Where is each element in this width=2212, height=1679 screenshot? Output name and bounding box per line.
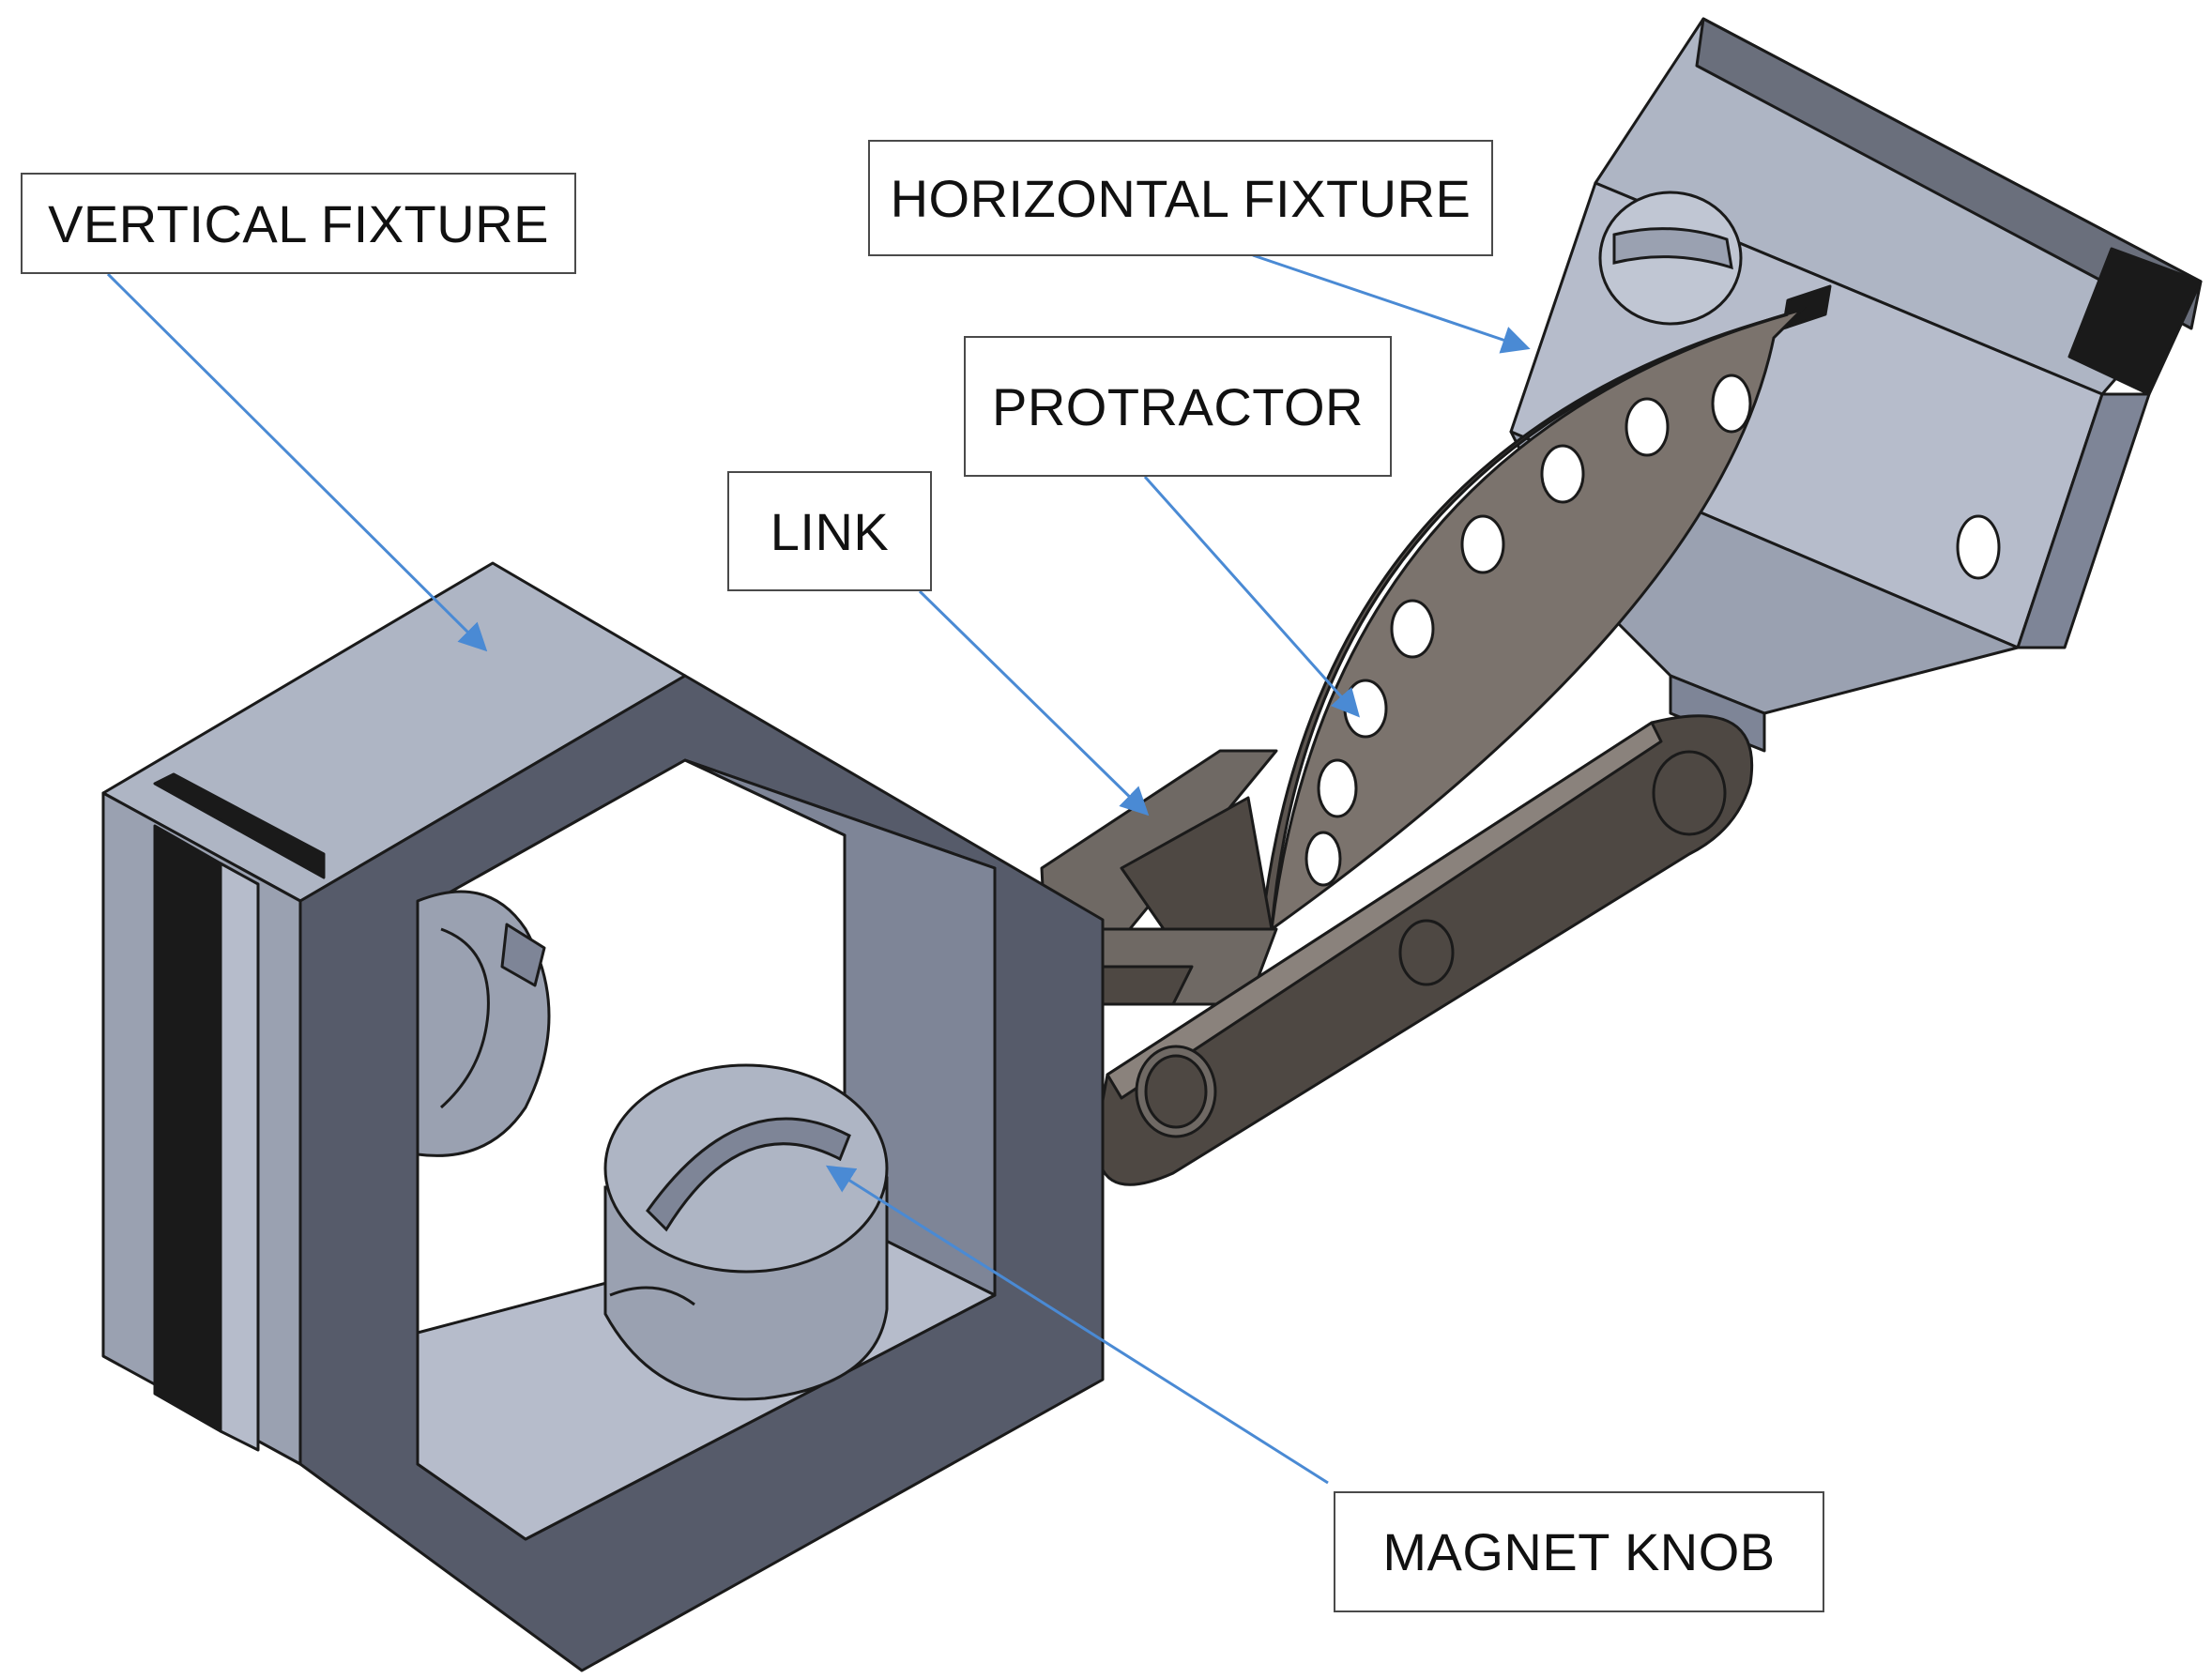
- protractor-label: PROTRACTOR: [964, 336, 1392, 477]
- leader-vertical-fixture: [106, 272, 488, 652]
- link-part: [1040, 714, 1754, 1186]
- leader-magnet-knob: [825, 1165, 1329, 1485]
- leader-link: [918, 589, 1150, 817]
- magnet-knob-part: [603, 1063, 889, 1401]
- horizontal-fixture-label: HORIZONTAL FIXTURE: [868, 140, 1493, 256]
- link-label: LINK: [727, 471, 932, 591]
- leader-lines: [106, 253, 1531, 1485]
- leader-horizontal-fixture: [1252, 253, 1531, 354]
- magnet-knob-label: MAGNET KNOB: [1334, 1491, 1824, 1612]
- horizontal-fixture-screw: [1598, 191, 1743, 326]
- protractor-part: [1260, 307, 1808, 933]
- vertical-fixture-label: VERTICAL FIXTURE: [21, 173, 576, 274]
- protractor-holes: [1304, 374, 1752, 887]
- vertical-fixture-part: [101, 561, 1105, 1672]
- leader-protractor: [1143, 476, 1360, 718]
